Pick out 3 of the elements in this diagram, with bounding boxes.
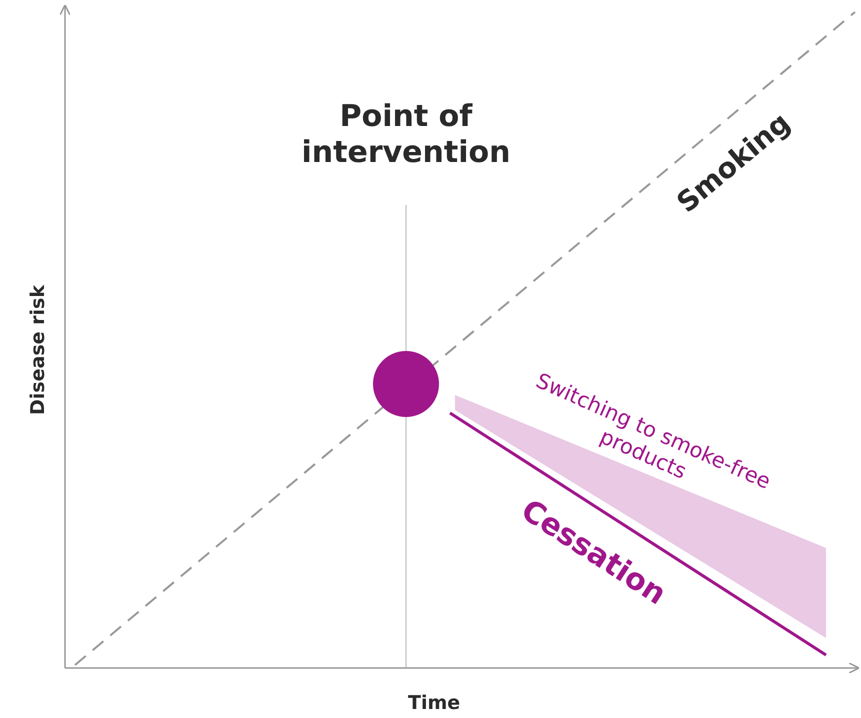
intervention-label: Point of intervention (300, 99, 512, 171)
y-axis-title: Disease risk (26, 285, 49, 415)
x-axis-title: Time (408, 692, 460, 714)
